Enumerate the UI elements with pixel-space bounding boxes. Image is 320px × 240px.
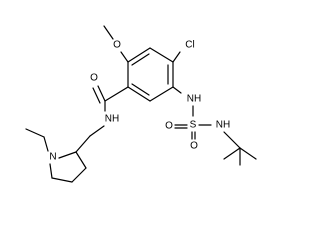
bond-carbonyl-c-o-double [92, 87, 101, 104]
ring-bond-c4-c5-inner [131, 83, 150, 96]
bond-carbonyl-c-o [97, 85, 106, 102]
pyrrolidine-bond-c2-c3 [75, 151, 87, 169]
tbutyl-nh-label: NH [216, 120, 230, 131]
pyrrolidine-bond-n-c2 [58, 151, 77, 159]
bond-tbutyl-methyl-right [239, 147, 257, 160]
bond-n-ethyl-ch2 [43, 136, 49, 152]
bond-tbutyl-methyl-left [223, 147, 241, 160]
bond-ring-chloro [172, 51, 181, 63]
bond-ch2-pyrrolidine-c2 [75, 135, 91, 153]
amide-nh-label: NH [105, 114, 119, 125]
sulfonyl-oxygen-right-label: O [190, 141, 198, 152]
bond-ring-carbonyl-c [104, 86, 129, 102]
methoxy-oxygen-label: O [113, 40, 121, 51]
ring-bond-c4-c5 [127, 86, 151, 102]
bond-methoxy-o-ch3 [103, 25, 114, 40]
pyrrolidine-bond-c4-c5 [51, 177, 73, 183]
ring-bond-c3-c4 [149, 86, 174, 102]
bond-ethyl-ch2-ch3 [25, 128, 45, 138]
chemical-structure-diagram: O Cl O NH N NH S O O NH [25, 25, 257, 183]
pyrrolidine-bond-c3-c4 [71, 167, 87, 183]
bond-nh-ch2 [89, 125, 105, 137]
ring-bond-c6-c1 [127, 47, 151, 63]
ring-bond-c6-c1-inner [131, 53, 150, 66]
amide-oxygen-label: O [90, 73, 98, 84]
bond-ring-aryl-nh [172, 86, 182, 94]
chlorine-label: Cl [185, 40, 194, 51]
pyrrolidine-bond-c5-n [49, 163, 53, 179]
bond-ring-methoxy-o [120, 51, 129, 63]
sulfur-label: S [190, 120, 197, 131]
ring-bond-c1-c2 [149, 47, 174, 63]
bond-nh-quaternary-c [223, 131, 241, 149]
aryl-nh-label: NH [187, 94, 201, 105]
sulfonyl-oxygen-left-label: O [165, 121, 173, 132]
pyrrolidine-nitrogen-label: N [49, 152, 56, 163]
